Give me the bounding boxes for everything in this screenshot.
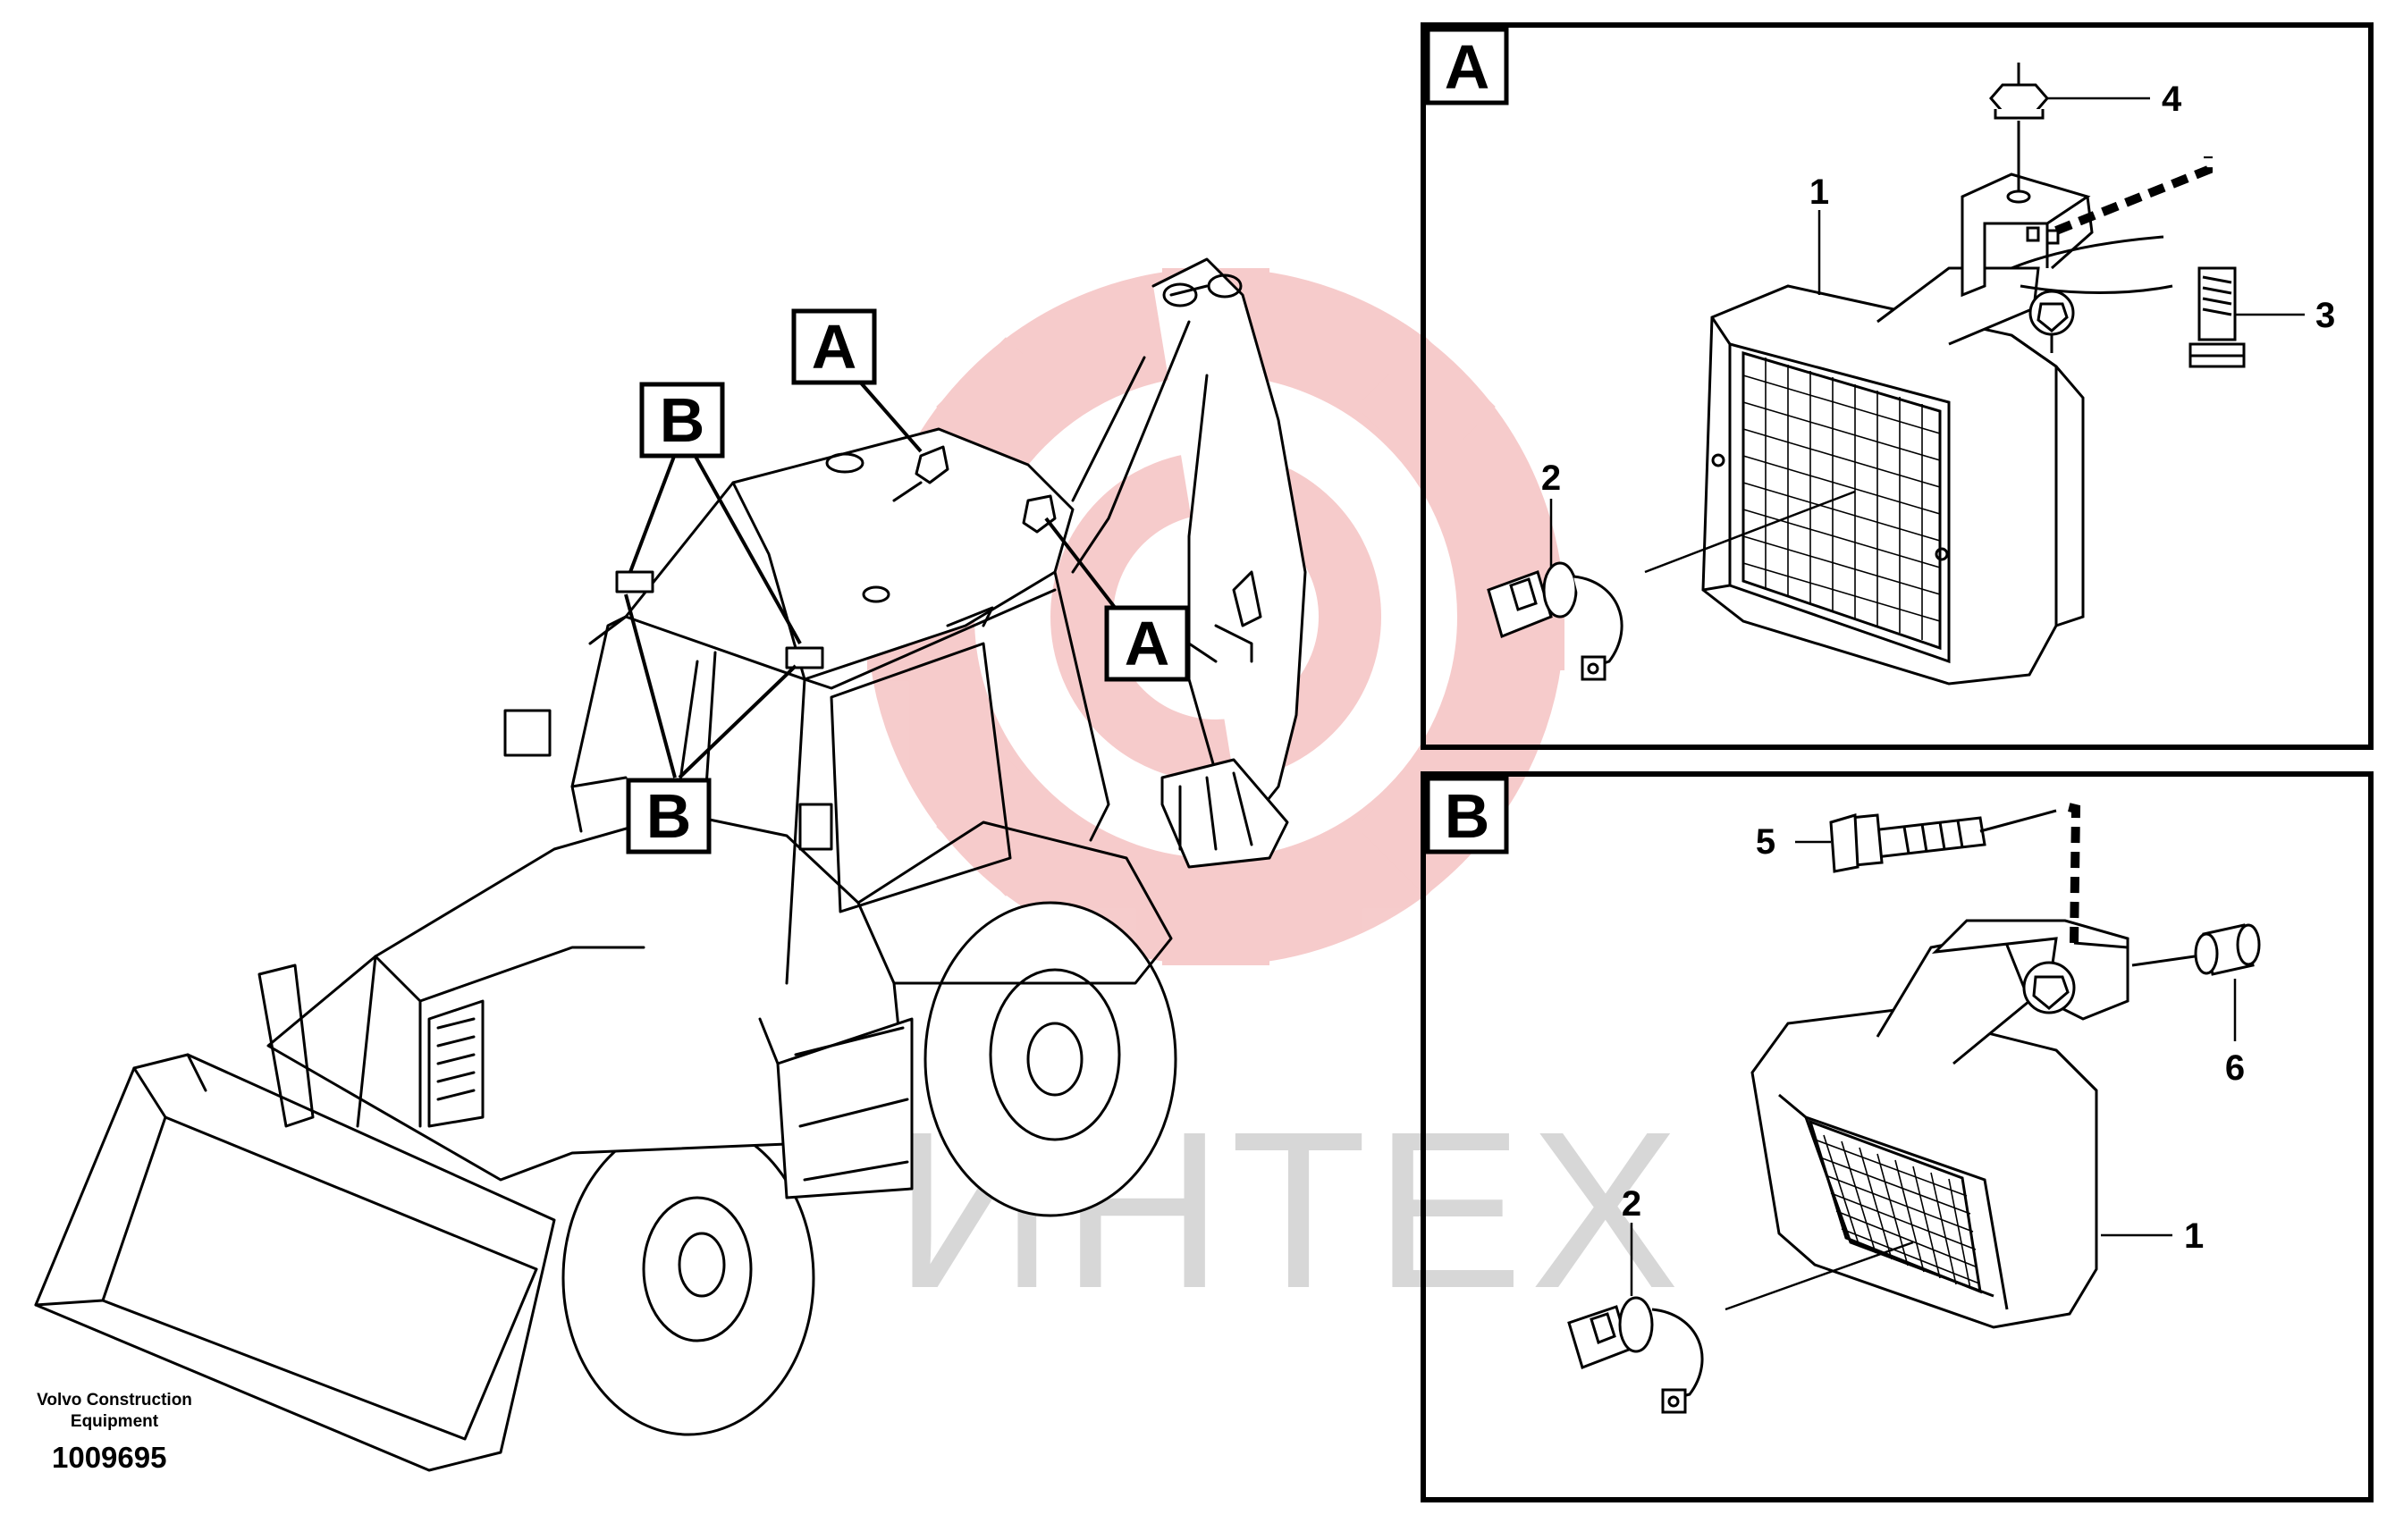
front-bucket [34, 1053, 556, 1472]
dashed-link-a [2054, 156, 2213, 235]
cab-lights [503, 445, 1057, 851]
callout-b-bottom-label: B [646, 781, 692, 851]
overview-callout-b-top: B [639, 382, 725, 459]
nut-icon [1989, 63, 2049, 192]
manufacturer-line-1: Volvo Construction [37, 1391, 192, 1410]
manufacturer-name: Volvo Construction Equipment [25, 1390, 204, 1433]
bulb-icon-b [1567, 1296, 1704, 1414]
work-lamp-a [1701, 173, 2173, 686]
callout-b-top-label: B [660, 385, 705, 455]
detail-panel-a: A [1421, 22, 2374, 750]
overview-leaders [624, 378, 1124, 779]
overview-callout-a-top: A [791, 308, 877, 385]
part-1-label-b: 1 [2184, 1216, 2204, 1256]
machine-body [257, 812, 1173, 1199]
backhoe-loader-illustration [34, 257, 1307, 1472]
front-wheel [561, 1120, 815, 1436]
part-1-label-a: 1 [1809, 173, 1829, 212]
rear-wheel [923, 901, 1177, 1217]
panel-b-leaders [1630, 840, 2237, 1311]
part-6-label: 6 [2225, 1048, 2245, 1088]
detail-panel-b: B [1421, 771, 2374, 1502]
part-5-label: 5 [1756, 822, 1775, 862]
part-2-label-b: 2 [1622, 1184, 1641, 1224]
part-3-label: 3 [2315, 296, 2335, 335]
callout-a-side-label: A [1125, 609, 1170, 678]
overview-callout-a-side: A [1104, 605, 1190, 682]
drawing-number: 1009695 [52, 1441, 167, 1474]
manufacturer-line-2: Equipment [70, 1412, 159, 1431]
work-lamp-b [1750, 919, 2129, 1329]
part-2-label-a: 2 [1541, 459, 1561, 498]
overview-callout-b-bottom: B [626, 778, 712, 854]
callout-a-top-label: A [812, 312, 857, 382]
panel-a-label: A [1445, 32, 1490, 102]
panel-a-leaders [1549, 97, 2305, 574]
panel-b-label: B [1445, 781, 1490, 851]
dashed-link-b [2063, 802, 2081, 944]
bulb-icon [1487, 561, 1623, 681]
flange-bolt-icon [1829, 809, 2057, 873]
bolt-icon [2188, 266, 2246, 368]
spacer-sleeve-icon [2131, 923, 2261, 976]
cab [570, 427, 1110, 985]
part-4-label: 4 [2162, 80, 2182, 119]
